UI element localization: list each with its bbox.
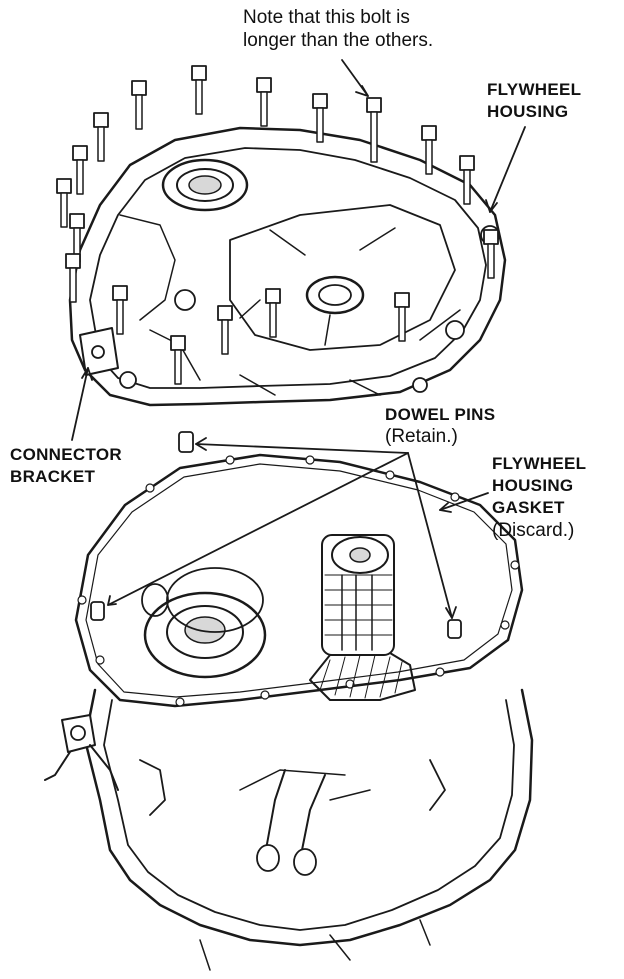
bolt — [459, 155, 475, 205]
flywheel-housing-gasket — [74, 453, 524, 708]
bolt — [65, 253, 81, 303]
dowel-pins-label-line2: (Retain.) — [385, 426, 458, 447]
connector-bracket-leader — [71, 367, 89, 441]
gear-stack — [321, 534, 395, 656]
bolt — [72, 145, 88, 195]
dowel-pin — [90, 601, 105, 621]
bolt — [217, 305, 233, 355]
gasket-label-line4: (Discard.) — [492, 520, 575, 541]
housing-bolts — [56, 65, 499, 385]
bolt — [112, 285, 128, 335]
bolt — [69, 213, 85, 263]
sensor-connector — [44, 714, 119, 791]
long-bolt — [366, 97, 382, 163]
bolt — [131, 80, 147, 130]
bolt — [483, 229, 499, 279]
flywheel-housing — [68, 126, 507, 407]
dowel-pin — [447, 619, 462, 639]
flywheel-housing-label-line2: HOUSING — [487, 102, 569, 121]
transmission-case — [44, 534, 534, 971]
dowel-pins-label-line1: DOWEL PINS — [385, 405, 496, 424]
dowel-pins-leader — [195, 443, 409, 454]
bolt — [265, 288, 281, 338]
gasket-label-line2: HOUSING — [492, 476, 574, 495]
bolt — [191, 65, 207, 115]
bolt — [93, 112, 109, 162]
bolt — [256, 77, 272, 127]
note-label-line2: longer than the others. — [243, 30, 434, 51]
shift-forks — [239, 769, 371, 876]
bolt — [170, 335, 186, 385]
bolt — [394, 292, 410, 342]
gasket-leader — [439, 492, 489, 511]
differential-gear — [309, 649, 416, 701]
flywheel-housing-leader — [489, 126, 526, 213]
bolt — [312, 93, 328, 143]
connector-bracket — [79, 327, 119, 376]
leader-lines — [71, 59, 526, 619]
connector-bracket-label-line1: CONNECTOR — [10, 445, 122, 464]
dowel-pin — [178, 431, 194, 453]
flywheel-housing-label-line1: FLYWHEEL — [487, 80, 582, 99]
gasket-label-line3: GASKET — [492, 498, 565, 517]
note-label-line1: Note that this bolt is — [243, 7, 410, 28]
connector-bracket-label-line2: BRACKET — [10, 467, 96, 486]
gasket-bolt-holes — [77, 455, 520, 707]
bolt — [56, 178, 72, 228]
gasket-label-line1: FLYWHEEL — [492, 454, 587, 473]
bolt — [421, 125, 437, 175]
